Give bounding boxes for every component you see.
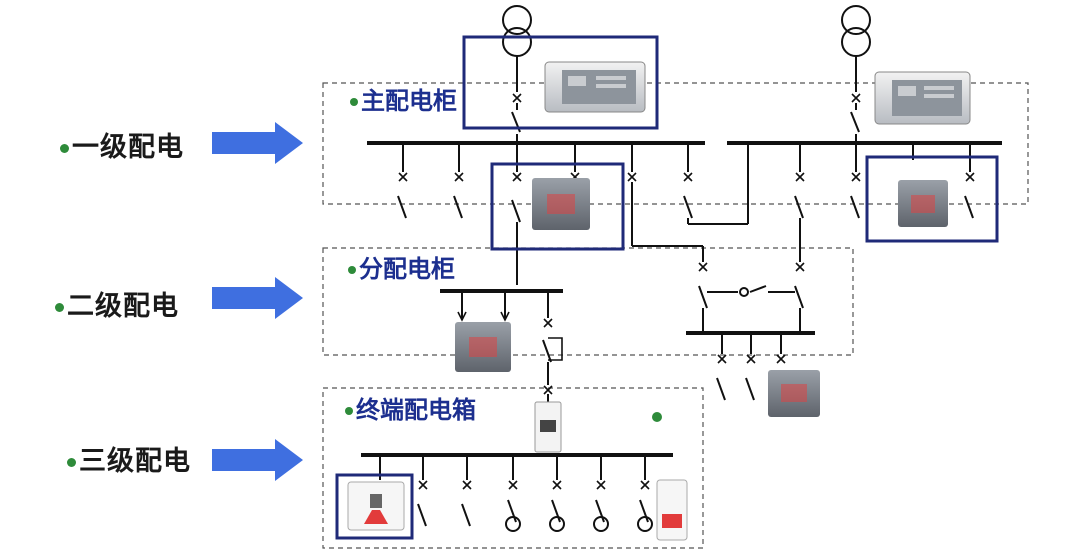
bullet-dot <box>350 98 358 106</box>
level-label-1: 一级配电 <box>60 128 190 168</box>
terminal-panel-border <box>322 387 704 549</box>
level-2-text: 二级配电 <box>67 291 179 322</box>
terminal-panel-title: 终端配电箱 <box>345 393 476 427</box>
bullet-dot <box>60 144 69 153</box>
molded-case-breaker-icon <box>455 322 511 372</box>
level-1-text: 一级配电 <box>72 132 184 163</box>
wiring <box>361 56 1002 532</box>
level-arrow-2 <box>212 277 303 319</box>
terminal-panel-title-text: 终端配电箱 <box>356 396 476 424</box>
molded-case-breaker-icon <box>898 180 948 227</box>
transformer-icon <box>841 5 871 57</box>
bullet-dot <box>67 458 76 467</box>
transformer-icon <box>502 5 532 57</box>
marker-dot <box>652 412 662 422</box>
main-panel-title-text: 主配电柜 <box>361 87 457 115</box>
level-arrow-3 <box>212 439 303 481</box>
air-circuit-breaker-icon <box>874 71 971 125</box>
molded-case-breaker-icon <box>768 370 820 417</box>
isolator-switch-icon <box>347 481 405 531</box>
highlight-boxes <box>335 35 999 540</box>
level-arrow-1 <box>212 122 303 164</box>
sub-panel-title: 分配电柜 <box>348 252 468 286</box>
bullet-dot <box>345 407 353 415</box>
level-label-3: 三级配电 <box>67 442 197 482</box>
level-3-text: 三级配电 <box>79 446 191 477</box>
sub-panel-title-text: 分配电柜 <box>359 255 455 283</box>
bullet-dot <box>55 303 64 312</box>
isolator-switch-icon <box>656 479 688 541</box>
main-panel-title: 主配电柜 <box>350 84 457 118</box>
level-label-2: 二级配电 <box>55 287 185 327</box>
bullet-dot <box>348 266 356 274</box>
air-circuit-breaker-icon <box>544 61 646 113</box>
molded-case-breaker-icon <box>532 178 590 230</box>
main-panel-border <box>322 82 1029 205</box>
miniature-breaker-icon <box>534 401 562 453</box>
